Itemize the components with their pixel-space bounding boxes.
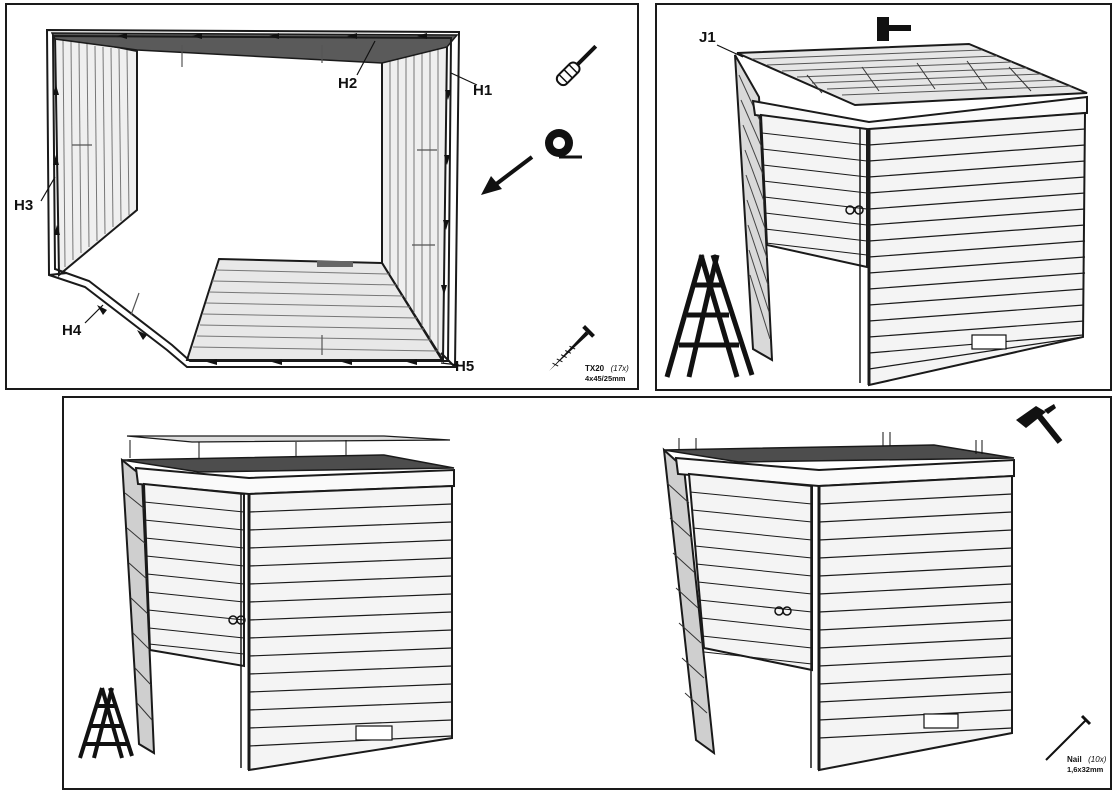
step-1-panel: H2 H1 H3 H4 H5 TX20 (17x) 4x45/25mm	[5, 3, 639, 390]
screws	[72, 45, 437, 355]
screw-qty: (17x)	[611, 364, 630, 373]
tape-roll-icon	[545, 129, 582, 159]
front-beam	[751, 95, 1088, 132]
label-j1: J1	[699, 29, 716, 46]
shed-finished-roof	[662, 432, 1015, 772]
label-h3: H3	[14, 197, 33, 214]
step-2-panel: J1	[655, 3, 1112, 391]
shed-with-roof-sheet	[120, 435, 455, 772]
nail-code: Nail	[1067, 755, 1082, 764]
nail-size: 1,6x32mm	[1067, 765, 1104, 774]
floor	[185, 257, 444, 361]
screw-spec: TX20 (17x)	[585, 358, 629, 375]
screw-code: TX20	[585, 364, 605, 373]
mallet-icon	[877, 17, 911, 41]
roof-boards	[736, 42, 1088, 107]
screw-icon	[549, 325, 595, 371]
label-h5: H5	[455, 358, 474, 375]
direction-arrows	[53, 33, 451, 365]
nail-qty: (10x)	[1088, 755, 1107, 764]
left-wall	[53, 33, 138, 278]
screwdriver-icon	[555, 44, 598, 87]
label-h2: H2	[338, 75, 357, 92]
roof-sheet	[126, 435, 451, 443]
top-beam-h2	[50, 32, 459, 64]
ladder-icon	[664, 254, 755, 378]
left-wall	[734, 54, 774, 362]
trim-frame	[45, 28, 461, 368]
left-front-panel	[759, 113, 868, 269]
nail-spec: Nail (10x)	[1067, 749, 1107, 766]
hammer-icon	[1016, 404, 1063, 444]
door-handle-icon	[774, 606, 792, 616]
right-front-wall	[859, 111, 1087, 387]
nail-icon	[1045, 714, 1092, 761]
door-handle-icon	[845, 205, 864, 215]
arrow-icon	[481, 155, 534, 195]
label-h4: H4	[62, 322, 82, 339]
step-3-panel: Nail (10x) 1,6x32mm	[62, 396, 1112, 790]
ladder-icon	[78, 687, 134, 759]
screw-size: 4x45/25mm	[585, 374, 626, 383]
label-h1: H1	[473, 82, 492, 99]
